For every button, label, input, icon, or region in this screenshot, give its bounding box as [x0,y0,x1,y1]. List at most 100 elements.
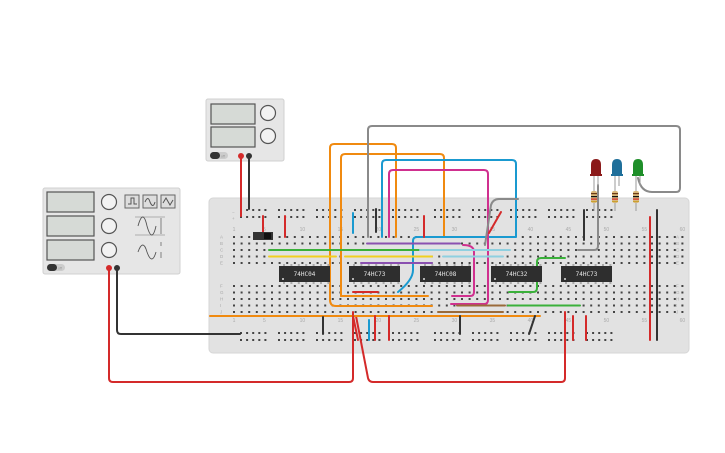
terminal-hole[interactable] [309,291,311,294]
rail-hole[interactable] [340,332,343,334]
rail-hole[interactable] [598,332,601,334]
terminal-hole[interactable] [559,298,562,300]
terminal-hole[interactable] [635,242,638,245]
terminal-hole[interactable] [506,311,509,313]
orange-wire-3[interactable] [329,299,433,307]
function-generator[interactable]: off [42,187,181,275]
terminal-hole[interactable] [347,285,349,287]
terminal-hole[interactable] [293,242,296,245]
terminal-hole[interactable] [233,242,235,245]
terminal-hole[interactable] [445,291,448,294]
terminal-hole[interactable] [575,291,577,294]
rail-hole[interactable] [534,332,537,334]
rail-hole[interactable] [560,332,563,334]
terminal-hole[interactable] [651,236,653,238]
terminal-hole[interactable] [673,285,676,287]
terminal-hole[interactable] [445,298,448,300]
terminal-hole[interactable] [233,298,235,300]
terminal-hole[interactable] [552,242,555,245]
terminal-hole[interactable] [293,304,296,307]
terminal-hole[interactable] [628,242,631,245]
terminal-hole[interactable] [271,285,273,287]
terminal-hole[interactable] [248,304,251,307]
terminal-hole[interactable] [445,304,448,307]
rail-hole[interactable] [434,209,436,211]
rail-hole[interactable] [378,339,381,341]
terminal-hole[interactable] [567,262,570,264]
dc-power-supply[interactable]: off [205,98,285,162]
rail-hole[interactable] [496,332,499,334]
frequency-knob[interactable] [100,193,118,211]
rail-hole[interactable] [440,216,443,218]
terminal-hole[interactable] [521,249,524,251]
terminal-hole[interactable] [438,285,441,287]
terminal-hole[interactable] [400,311,403,313]
rail-hole[interactable] [372,332,375,334]
rail-hole[interactable] [548,216,550,218]
rail-hole[interactable] [322,216,325,218]
rail-hole[interactable] [440,332,443,334]
terminal-hole[interactable] [347,236,349,238]
terminal-hole[interactable] [461,242,463,245]
terminal-hole[interactable] [544,255,547,258]
terminal-hole[interactable] [430,298,433,300]
terminal-hole[interactable] [301,291,304,294]
terminal-hole[interactable] [521,242,524,245]
rail-hole[interactable] [440,339,443,341]
terminal-hole[interactable] [491,262,494,264]
rail-hole[interactable] [484,209,487,211]
terminal-hole[interactable] [620,291,623,294]
rail-hole[interactable] [322,339,325,341]
terminal-hole[interactable] [575,311,577,313]
terminal-hole[interactable] [643,298,646,300]
terminal-hole[interactable] [681,236,684,238]
terminal-hole[interactable] [438,262,441,264]
rail-hole[interactable] [592,332,595,334]
terminal-hole[interactable] [605,249,608,251]
terminal-hole[interactable] [301,304,304,307]
terminal-hole[interactable] [537,249,539,251]
terminal-hole[interactable] [453,291,456,294]
terminal-hole[interactable] [430,311,433,313]
rail-hole[interactable] [416,216,419,218]
terminal-hole[interactable] [506,285,509,287]
terminal-hole[interactable] [362,311,365,313]
terminal-hole[interactable] [613,291,615,294]
rail-hole[interactable] [548,339,550,341]
terminal-hole[interactable] [362,242,365,245]
rail-hole[interactable] [392,339,394,341]
black-short[interactable] [528,315,536,335]
terminal-hole[interactable] [643,255,646,258]
terminal-hole[interactable] [552,255,555,258]
terminal-hole[interactable] [263,285,266,287]
terminal-hole[interactable] [423,285,425,287]
terminal-hole[interactable] [233,285,235,287]
terminal-hole[interactable] [544,285,547,287]
terminal-hole[interactable] [575,242,577,245]
terminal-hole[interactable] [575,298,577,300]
terminal-hole[interactable] [286,298,289,300]
terminal-hole[interactable] [293,298,296,300]
rail-hole[interactable] [522,209,525,211]
terminal-hole[interactable] [628,249,631,251]
terminal-hole[interactable] [681,285,684,287]
terminal-hole[interactable] [331,298,334,300]
terminal-hole[interactable] [354,298,357,300]
terminal-hole[interactable] [613,262,615,264]
rail-hole[interactable] [334,332,337,334]
terminal-hole[interactable] [324,242,327,245]
terminal-hole[interactable] [635,304,638,307]
terminal-hole[interactable] [537,298,539,300]
terminal-hole[interactable] [263,242,266,245]
terminal-hole[interactable] [255,298,258,300]
rail-hole[interactable] [478,216,481,218]
terminal-hole[interactable] [468,298,471,300]
rail-hole[interactable] [410,216,413,218]
terminal-hole[interactable] [316,291,319,294]
red-return-wire[interactable] [355,311,566,383]
terminal-hole[interactable] [681,304,684,307]
terminal-hole[interactable] [255,262,258,264]
rail-hole[interactable] [490,209,493,211]
terminal-hole[interactable] [233,255,235,258]
terminal-hole[interactable] [628,255,631,258]
